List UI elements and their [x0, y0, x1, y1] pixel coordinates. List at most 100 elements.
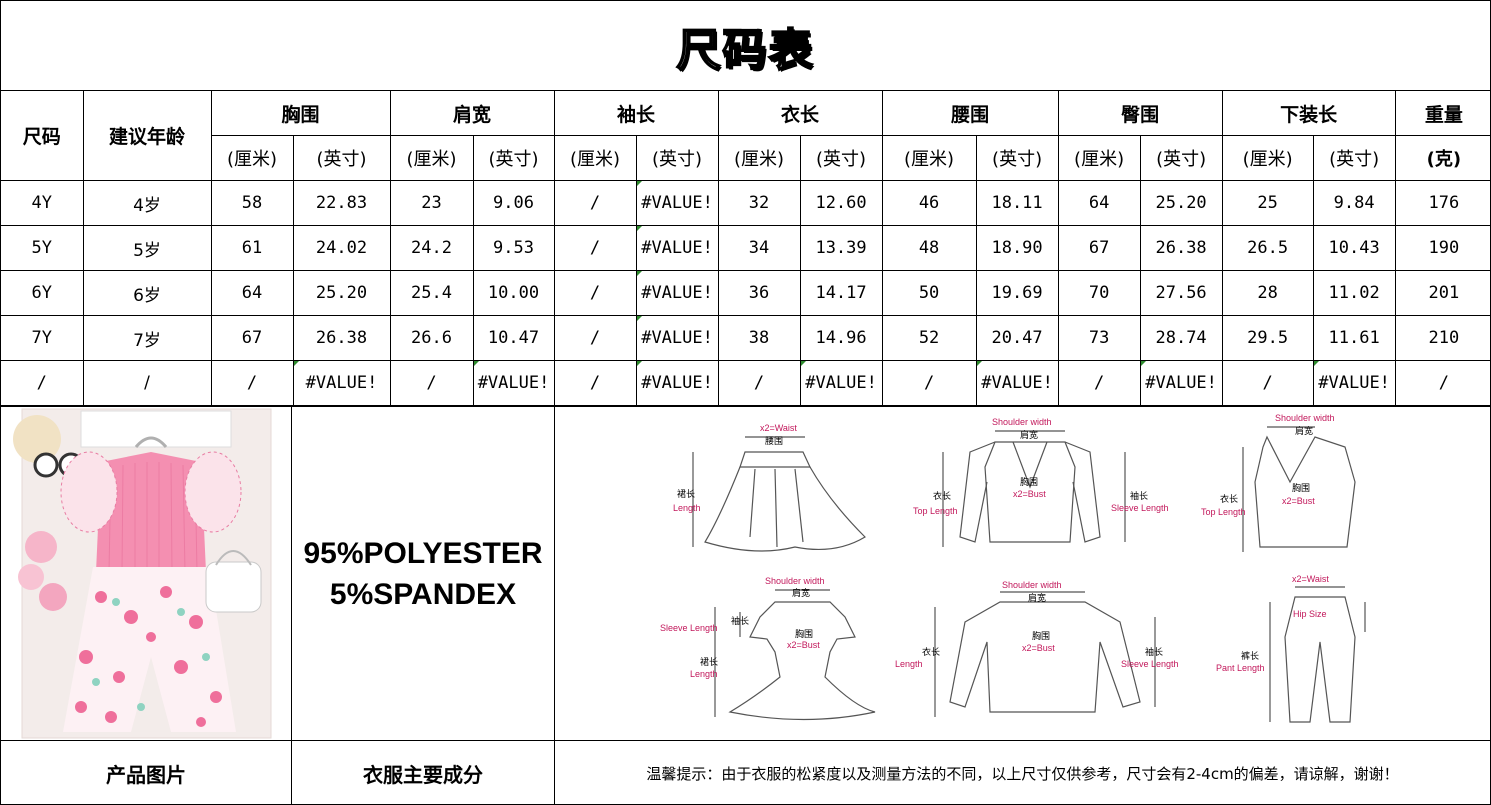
- table-cell: 5Y: [1, 225, 84, 271]
- page-title: 尺码表: [1, 1, 1490, 91]
- table-cell: #VALUE!: [635, 270, 719, 316]
- dress-length-cn: 裙长: [700, 656, 718, 668]
- unit-inch: (英寸): [799, 135, 883, 181]
- table-cell: 18.90: [975, 225, 1059, 271]
- table-cell: /: [553, 270, 637, 316]
- unit-inch: (英寸): [292, 135, 391, 181]
- jacket-top-en: Top Length: [913, 506, 958, 516]
- table-cell: 4岁: [82, 180, 212, 226]
- table-cell: 26.6: [389, 315, 474, 361]
- table-cell: #VALUE!: [1312, 360, 1396, 406]
- sweater-length-cn: 衣长: [922, 646, 940, 658]
- unit-cm: (厘米): [1057, 135, 1141, 181]
- table-cell: /: [553, 360, 637, 406]
- pants-length-en: Pant Length: [1216, 663, 1265, 673]
- unit-cm: (厘米): [717, 135, 801, 181]
- table-cell: /: [389, 360, 474, 406]
- table-cell: 24.2: [389, 225, 474, 271]
- unit-cm: (厘米): [1221, 135, 1314, 181]
- vest-bust-cn: 胸围: [1292, 482, 1310, 494]
- table-cell: #VALUE!: [292, 360, 391, 406]
- dress-length-en: Length: [690, 669, 718, 679]
- table-cell: 5岁: [82, 225, 212, 271]
- table-cell: #VALUE!: [472, 360, 555, 406]
- table-cell: 61: [210, 225, 294, 271]
- table-cell: 38: [717, 315, 801, 361]
- table-cell: /: [82, 360, 212, 406]
- jacket-shoulder-en: Shoulder width: [992, 417, 1052, 427]
- unit-cm: (厘米): [389, 135, 474, 181]
- table-cell: 6Y: [1, 270, 84, 316]
- table-cell: 36: [717, 270, 801, 316]
- footer-note: 温馨提示：由于衣服的松紧度以及测量方法的不同，以上尺寸仅供参考，尺寸会有2-4c…: [555, 740, 1490, 805]
- product-photo-illustration: [13, 408, 272, 739]
- table-cell: 24.02: [292, 225, 391, 271]
- jacket-bust-cn: 胸围: [1020, 476, 1038, 488]
- table-cell: #VALUE!: [975, 360, 1059, 406]
- skirt-waist-en: x2=Waist: [760, 423, 797, 433]
- dress-shoulder-cn: 肩宽: [792, 587, 810, 599]
- dress-shoulder-en: Shoulder width: [765, 576, 825, 586]
- table-cell: 46: [881, 180, 977, 226]
- table-cell: 11.02: [1312, 270, 1396, 316]
- table-cell: /: [553, 225, 637, 271]
- table-cell: #VALUE!: [635, 180, 719, 226]
- table-cell: /: [881, 360, 977, 406]
- table-cell: 10.47: [472, 315, 555, 361]
- table-cell: 7岁: [82, 315, 212, 361]
- fabric-line-spandex: 5%SPANDEX: [329, 577, 517, 611]
- header-row-groups: 尺码 建议年龄 胸围 肩宽 袖长 衣长 腰围 臀围 下装长 重量: [1, 91, 1491, 181]
- table-cell: 6岁: [82, 270, 212, 316]
- sweater-sleeve-en: Sleeve Length: [1121, 659, 1179, 669]
- table-cell: 25: [1221, 180, 1314, 226]
- table-cell: 22.83: [292, 180, 391, 226]
- table-cell: 190: [1394, 225, 1491, 271]
- table-cell: 18.11: [975, 180, 1059, 226]
- table-cell: #VALUE!: [635, 225, 719, 271]
- header-length: 衣长: [717, 91, 883, 136]
- sweater-bust-en: x2=Bust: [1022, 643, 1055, 653]
- table-cell: 25.20: [292, 270, 391, 316]
- skirt-waist-cn: 腰围: [765, 436, 783, 447]
- table-cell: 10.00: [472, 270, 555, 316]
- table-cell: 210: [1394, 315, 1491, 361]
- unit-cm: (厘米): [881, 135, 977, 181]
- dress-sleeve-en: Sleeve Length: [660, 623, 718, 633]
- size-table: 尺码 建议年龄 胸围 肩宽 袖长 衣长 腰围 臀围 下装长 重量 (厘米) (英…: [1, 91, 1491, 406]
- measurement-diagram: x2=Waist 腰围 裙长 Length Shoulder width 肩宽 …: [660, 413, 1366, 723]
- dress-sleeve-cn: 袖长: [731, 615, 749, 627]
- sweater-shoulder-en: Shoulder width: [1002, 580, 1062, 590]
- unit-inch: (英寸): [635, 135, 719, 181]
- table-cell: 26.5: [1221, 225, 1314, 271]
- dress-bust-en: x2=Bust: [787, 640, 820, 650]
- pants-length-cn: 裤长: [1241, 650, 1259, 662]
- detail-section: 95%POLYESTER 5%SPANDEX: [1, 406, 1490, 805]
- footer-fabric-label: 衣服主要成分: [292, 740, 555, 805]
- table-cell: /: [1394, 360, 1491, 406]
- header-chest: 胸围: [210, 91, 391, 136]
- sweater-bust-cn: 胸围: [1032, 630, 1050, 642]
- unit-inch: (英寸): [472, 135, 555, 181]
- header-hip: 臀围: [1057, 91, 1223, 136]
- unit-inch: (英寸): [975, 135, 1059, 181]
- skirt-length-en: Length: [673, 503, 701, 513]
- table-cell: 10.43: [1312, 225, 1396, 271]
- table-cell: 20.47: [975, 315, 1059, 361]
- fabric-line-polyester: 95%POLYESTER: [303, 536, 543, 570]
- sweater-length-en: Length: [895, 659, 923, 669]
- table-cell: 34: [717, 225, 801, 271]
- table-cell: /: [1221, 360, 1314, 406]
- vest-shoulder-en: Shoulder width: [1275, 413, 1335, 423]
- table-row: ///#VALUE!/#VALUE!/#VALUE!/#VALUE!/#VALU…: [1, 360, 1491, 406]
- table-cell: 25.4: [389, 270, 474, 316]
- table-cell: 64: [1057, 180, 1141, 226]
- jacket-top-cn: 衣长: [933, 490, 951, 502]
- header-row-units: (厘米) (英寸) (厘米) (英寸) (厘米) (英寸) (厘米) (英寸) …: [1, 135, 1491, 181]
- table-cell: 13.39: [799, 225, 883, 271]
- vest-diagram: [1242, 426, 1356, 552]
- table-cell: #VALUE!: [635, 315, 719, 361]
